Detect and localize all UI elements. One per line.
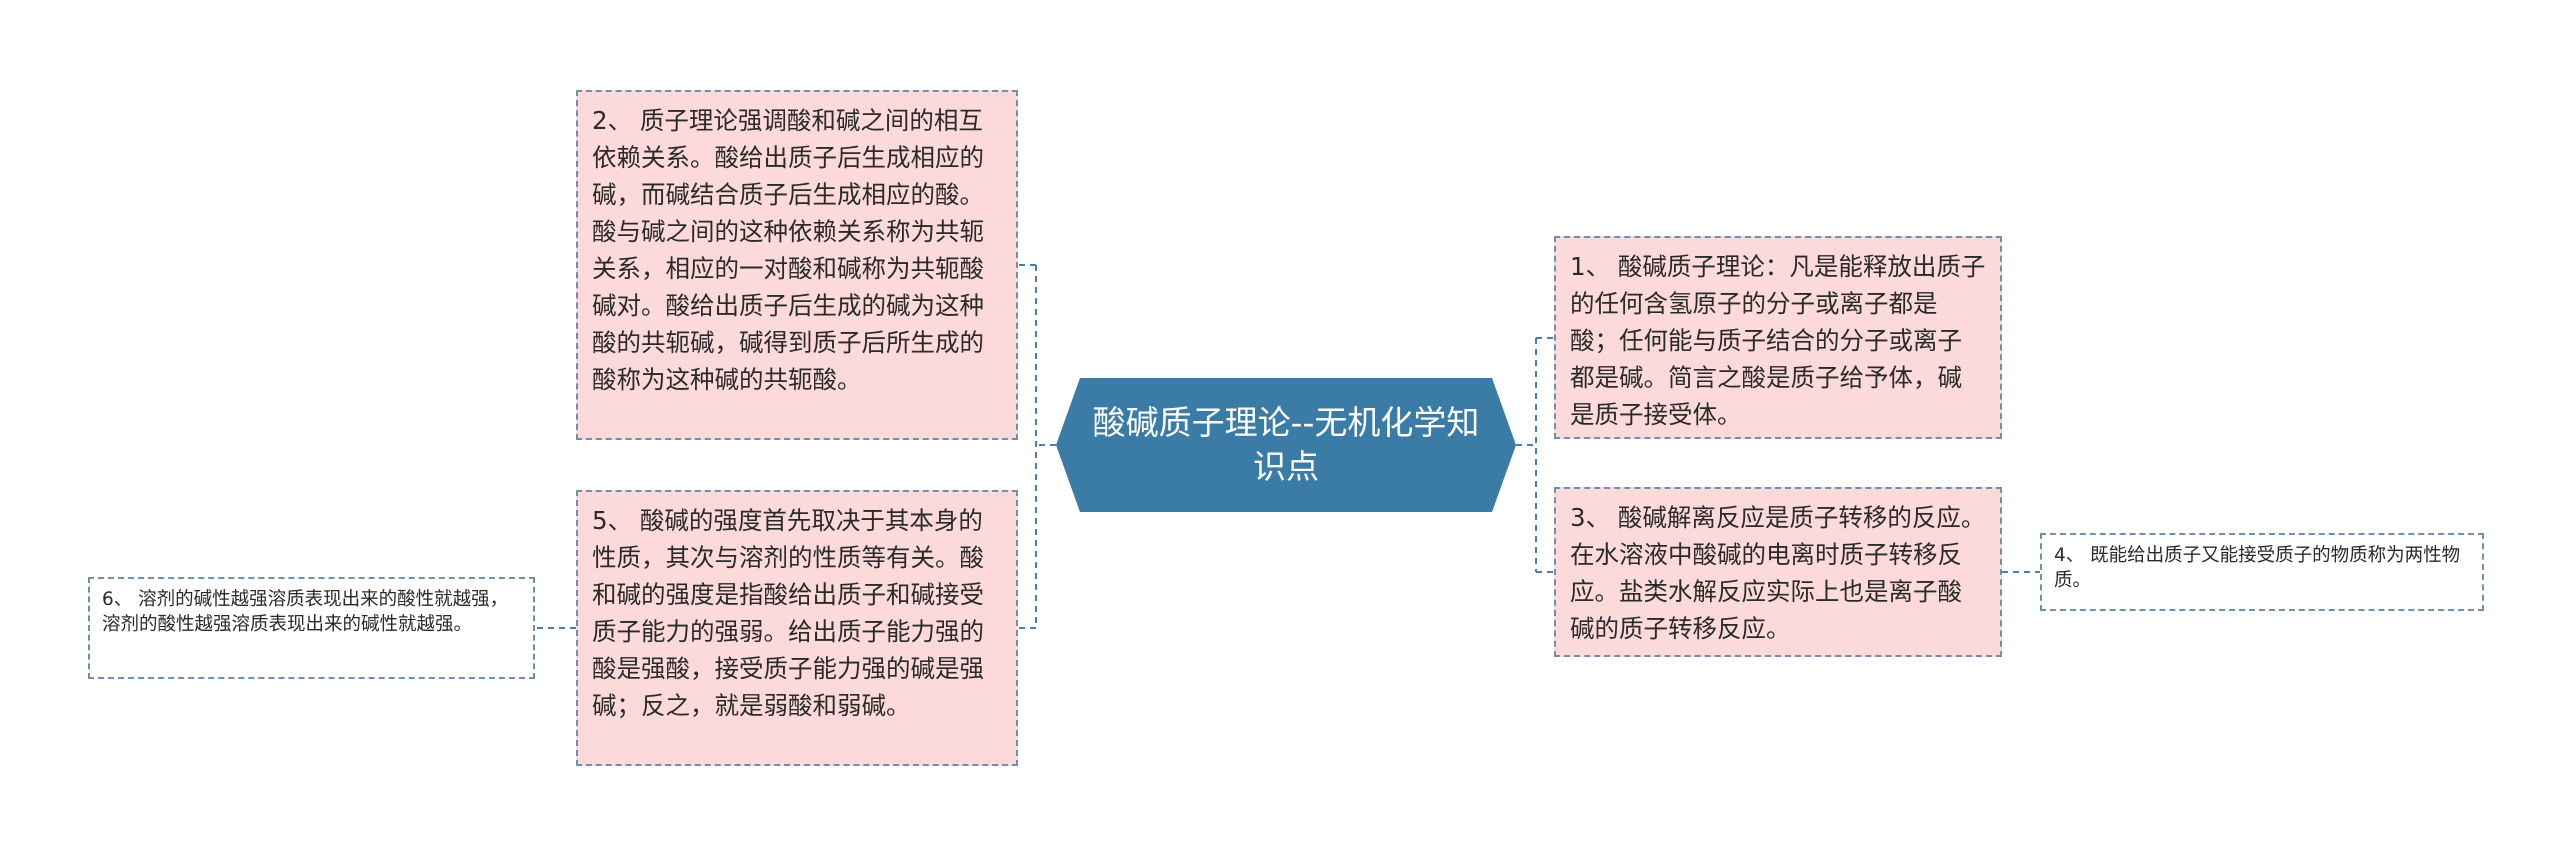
topic-node-5[interactable]: 5、 酸碱的强度首先取决于其本身的性质，其次与溶剂的性质等有关。酸和碱的强度是指… (576, 490, 1018, 766)
topic-node-3[interactable]: 3、 酸碱解离反应是质子转移的反应。在水溶液中酸碱的电离时质子转移反应。盐类水解… (1554, 487, 2002, 657)
topic-node-3-text: 3、 酸碱解离反应是质子转移的反应。在水溶液中酸碱的电离时质子转移反应。盐类水解… (1570, 503, 1986, 643)
topic-node-4[interactable]: 4、 既能给出质子又能接受质子的物质称为两性物质。 (2040, 533, 2484, 611)
topic-node-5-text: 5、 酸碱的强度首先取决于其本身的性质，其次与溶剂的性质等有关。酸和碱的强度是指… (592, 506, 984, 720)
central-topic-title: 酸碱质子理论--无机化学知识点 (1092, 403, 1480, 486)
topic-node-6[interactable]: 6、 溶剂的碱性越强溶质表现出来的酸性就越强，溶剂的酸性越强溶质表现出来的碱性就… (88, 577, 535, 679)
central-topic-shape (1056, 378, 1516, 512)
topic-node-4-text: 4、 既能给出质子又能接受质子的物质称为两性物质。 (2054, 545, 2461, 591)
topic-node-1-text: 1、 酸碱质子理论：凡是能释放出质子的任何含氢原子的分子或离子都是酸；任何能与质… (1570, 252, 1986, 429)
topic-node-6-text: 6、 溶剂的碱性越强溶质表现出来的酸性就越强，溶剂的酸性越强溶质表现出来的碱性就… (102, 589, 509, 635)
topic-node-2-text: 2、 质子理论强调酸和碱之间的相互依赖关系。酸给出质子后生成相应的碱，而碱结合质… (592, 106, 984, 394)
central-topic[interactable]: 酸碱质子理论--无机化学知识点 (1056, 378, 1516, 512)
topic-node-1[interactable]: 1、 酸碱质子理论：凡是能释放出质子的任何含氢原子的分子或离子都是酸；任何能与质… (1554, 236, 2002, 439)
topic-node-2[interactable]: 2、 质子理论强调酸和碱之间的相互依赖关系。酸给出质子后生成相应的碱，而碱结合质… (576, 90, 1018, 440)
